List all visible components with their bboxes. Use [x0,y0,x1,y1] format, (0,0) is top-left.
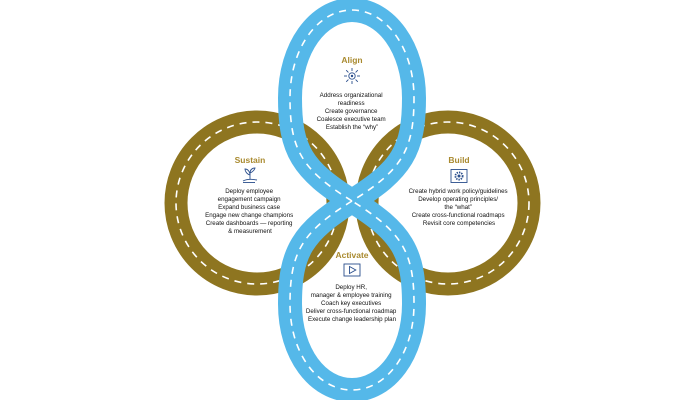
activate-body: Deploy HR, manager & employee training C… [306,284,398,323]
gear-icon [450,169,468,183]
sustain-line: & measurement [228,228,272,235]
sustain-loop [164,110,350,296]
build-body: Create hybrid work policy/guidelines Dev… [409,188,510,227]
build-line: Develop operating principles/ [418,196,498,203]
build-line: Create hybrid work policy/guidelines [409,188,508,195]
align-line: Create governance [325,108,378,115]
align-line: Address organizational [320,92,383,99]
build-line: Create cross-functional roadmaps [412,212,505,219]
align-line: Establish the “why” [326,124,378,131]
sustain-line: Engage new change champions [205,212,293,219]
build-line: the “what” [444,204,472,211]
build-loop [355,110,541,296]
activate-line: Coach key executives [321,300,381,307]
align-section: Align Address organizational readiness C… [317,55,388,131]
activate-section: Activate Deploy HR, manager & employee t… [306,250,398,323]
sustain-line: Expand business case [218,204,280,211]
activate-title: Activate [335,250,368,260]
activate-line: Execute change leadership plan [308,316,397,323]
sustain-section: Sustain Deploy employee engagement campa… [205,155,295,235]
sun-network-icon [344,68,360,84]
hand-plant-icon [242,167,258,183]
sustain-body: Deploy employee engagement campaign Expa… [205,188,295,235]
figure-eight-road [278,0,426,400]
sustain-line: engagement campaign [218,196,282,203]
align-line: Coalesce executive team [317,116,386,123]
build-line: Revisit core competencies [423,220,495,227]
activate-line: Deploy HR, [335,284,367,291]
figure-eight-dash [289,9,415,391]
sustain-title: Sustain [235,155,266,165]
align-title: Align [341,55,362,65]
build-section: Build Create hybrid work policy/guidelin… [409,155,510,227]
sustain-line: Deploy employee [225,188,273,195]
build-title: Build [448,155,469,165]
blue-road [278,0,426,400]
play-icon [343,263,361,277]
sustain-line: Create dashboards — reporting [206,220,293,227]
build-loop-dash [366,121,530,285]
align-line: readiness [338,100,365,107]
activate-line: Deliver cross-functional roadmap [306,308,397,315]
activate-line: manager & employee training [311,292,392,299]
align-body: Address organizational readiness Create … [317,92,388,131]
